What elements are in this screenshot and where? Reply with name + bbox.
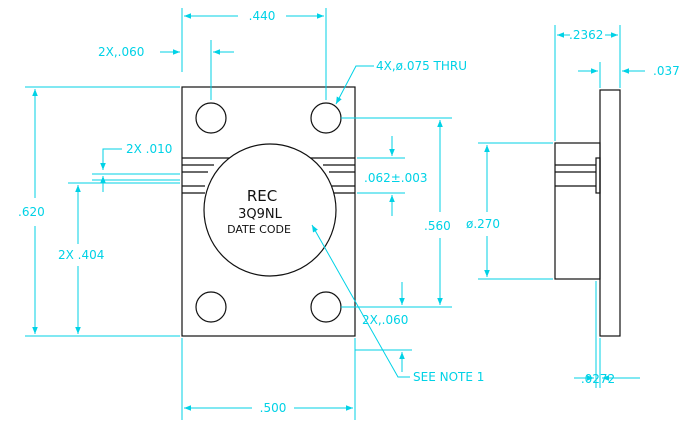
- front-view: [181, 86, 356, 337]
- dim-lead-spacing: .062±.003: [364, 171, 428, 185]
- dim-side-flange: .037: [653, 64, 680, 78]
- side-flange: [599, 89, 621, 337]
- can-body: [203, 143, 337, 277]
- dim-body-width: .500: [260, 401, 287, 415]
- leads: [182, 157, 355, 194]
- dim-top-hole-offset: 2X,.060: [98, 45, 144, 59]
- dim-overall-height: .620: [18, 205, 45, 219]
- dimension-lines: [25, 8, 645, 420]
- brand-label: REC: [247, 187, 277, 205]
- side-body: [554, 142, 601, 280]
- dim-hole-spec: 4X,ø.075 THRU: [376, 59, 467, 73]
- date-code-label: DATE CODE: [227, 223, 291, 236]
- dim-side-body: .0272: [581, 372, 615, 386]
- model-label: 3Q9NL: [238, 207, 282, 222]
- side-view: [554, 89, 621, 337]
- dim-side-total: .2362: [569, 28, 603, 42]
- mounting-hole-bottom-right: [310, 291, 342, 323]
- dim-see-note: SEE NOTE 1: [413, 370, 484, 384]
- dim-top-width: .440: [249, 9, 276, 23]
- package-body: [181, 86, 356, 337]
- dim-lead-thickness: 2X .010: [126, 142, 172, 156]
- dim-hole-vertical-spacing: .560: [424, 219, 451, 233]
- mounting-hole-top-left: [195, 102, 227, 134]
- mounting-hole-top-right: [310, 102, 342, 134]
- dim-bottom-hole-offset: 2X,.060: [362, 313, 408, 327]
- side-lead-tab: [595, 157, 601, 194]
- dim-lead-height: 2X .404: [58, 248, 104, 262]
- mounting-hole-bottom-left: [195, 291, 227, 323]
- dim-diameter: ø.270: [466, 217, 500, 231]
